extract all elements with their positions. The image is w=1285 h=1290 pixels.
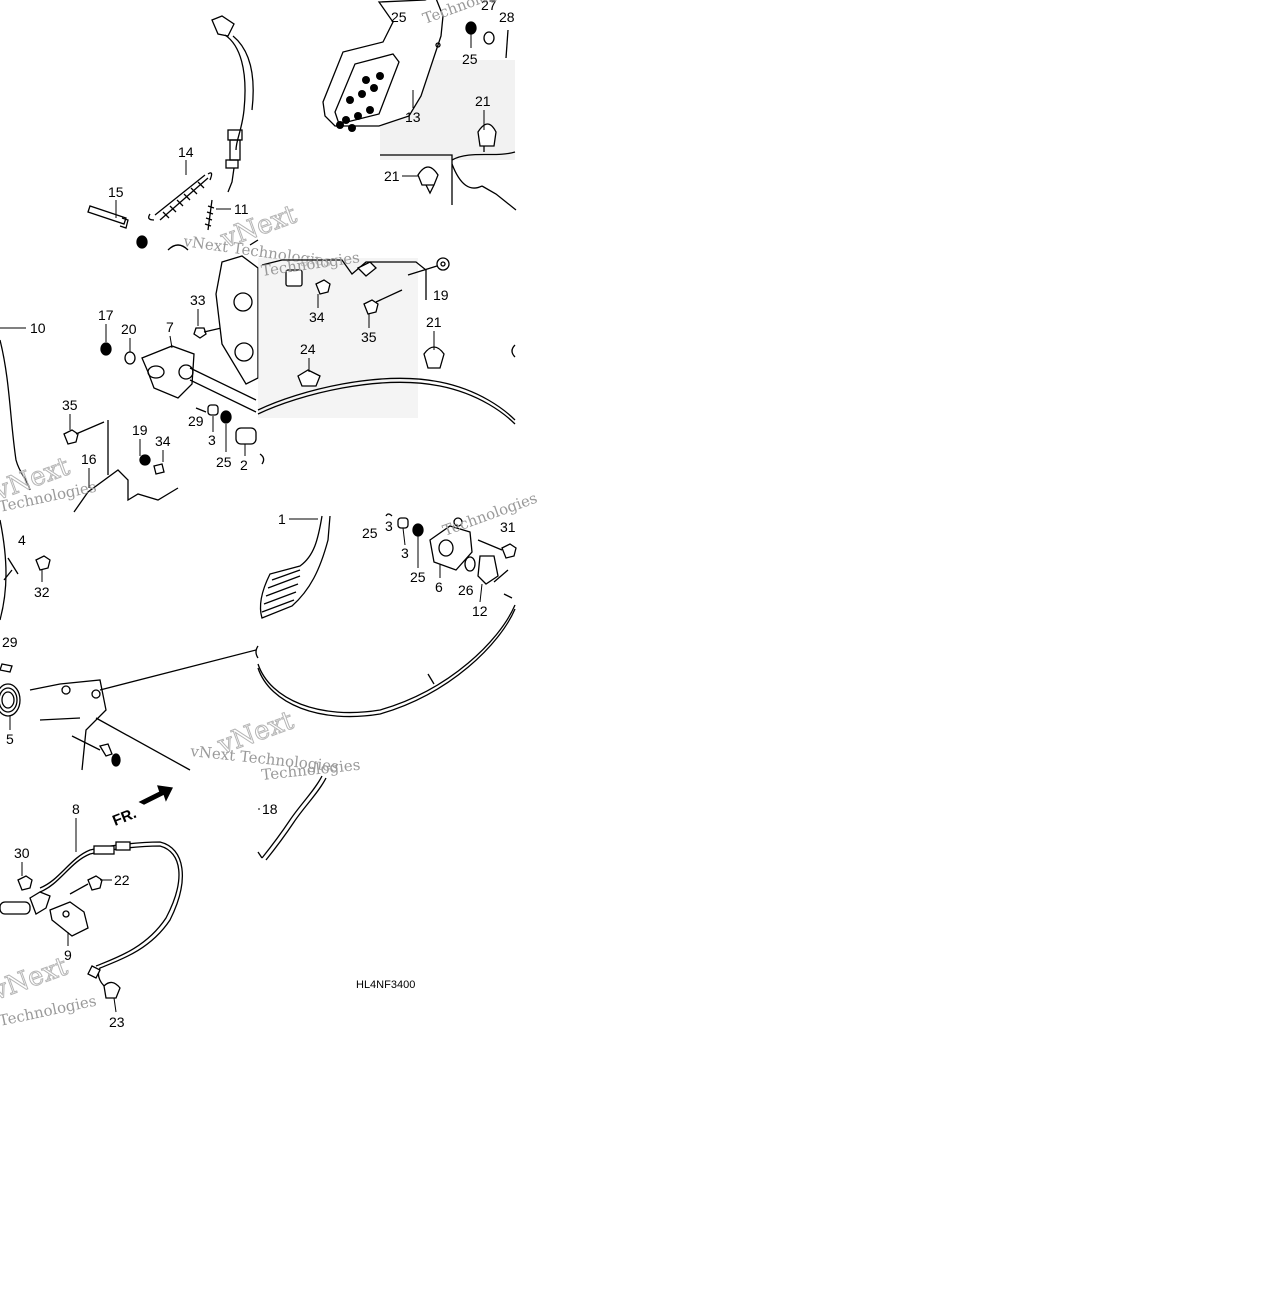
callout-6: 6 [435,579,443,595]
callout-11: 11 [234,201,249,217]
callout-12: 12 [472,603,488,619]
callout-14: 14 [178,144,194,160]
callout-20: 20 [121,321,137,337]
callout-17: 17 [98,307,114,323]
callout-25: 25 [410,569,426,585]
callouts-center: 19 34 35 21 24 [300,287,449,372]
callouts-bottom-left: FR. 8 30 22 9 23 [14,801,139,1030]
callout-22: 22 [114,872,130,888]
callout-32: 32 [34,584,50,600]
callout-30: 30 [14,845,30,861]
tile-center [257,257,516,425]
callout-34: 34 [309,309,325,325]
callout-19: 19 [132,422,148,438]
callout-35: 35 [62,397,78,413]
callout-31: 31 [500,519,516,535]
callout-34: 34 [155,433,171,449]
callout-4: 4 [18,532,26,548]
callout-1: 1 [278,511,286,527]
tile-middle-left [0,255,265,513]
callout-33: 33 [190,292,206,308]
callout-16: 16 [81,451,97,467]
diagram-code: HL4NF3400 [356,979,415,991]
callout-26: 26 [458,582,474,598]
tile-lower-left [0,519,259,771]
callout-15: 15 [108,184,124,200]
tile-bottom-left [0,785,183,999]
callout-9: 9 [64,947,72,963]
callout-3: 3 [401,545,409,561]
callout-3: 3 [208,432,216,448]
callouts-bottom-center: 18 HL4NF3400 [258,801,415,991]
callout-21: 21 [475,93,491,109]
callout-29: 29 [188,413,204,429]
callout-13: 13 [405,109,421,125]
callout-35: 35 [361,329,377,345]
callout-8: 8 [72,801,80,817]
callouts-center-lower: 1 25 3 3 25 6 26 12 31 [278,511,516,619]
callout-23: 23 [109,1014,125,1030]
callout-28: 28 [499,9,515,25]
callout-25: 25 [391,9,407,25]
callout-29: 29 [2,634,18,650]
callout-2: 2 [240,457,248,473]
callout-25: 25 [362,525,378,541]
callout-21: 21 [426,314,442,330]
callouts-top-left: 14 15 11 [108,144,249,218]
callout-5: 5 [6,731,14,747]
callout-18: 18 [262,801,278,817]
callouts-middle-left: 10 17 20 7 33 35 29 3 25 2 19 34 16 [0,292,248,488]
callout-19: 19 [433,287,449,303]
callout-3: 3 [385,518,393,534]
callout-10: 10 [30,320,46,336]
callout-25: 25 [462,51,478,67]
tile-bottom-center [257,775,327,861]
callout-24: 24 [300,341,316,357]
front-direction-label: FR. [110,805,139,830]
callouts-top-middle: 25 27 28 25 13 21 21 [384,0,515,184]
callout-27: 27 [481,0,497,13]
watermark-text: Technologies [440,489,539,540]
callout-7: 7 [166,319,174,335]
callouts-lower-left: 4 32 29 5 [2,532,50,747]
tile-top-left [87,15,259,251]
callout-25: 25 [216,454,232,470]
callout-21: 21 [384,168,400,184]
tile-center-lower [257,513,517,718]
